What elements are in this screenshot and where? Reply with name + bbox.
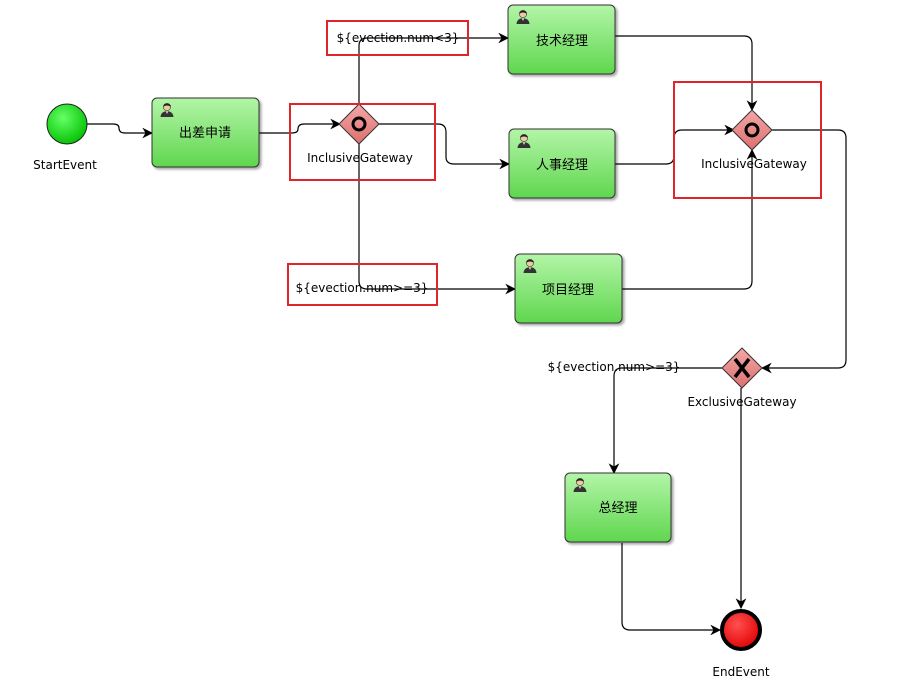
- condition-label-exclusive-ge3: ${evection.num>=3}: [548, 360, 681, 374]
- start-event-label: StartEvent: [33, 158, 97, 172]
- condition-label-lt3: ${evection.num<3}: [337, 31, 460, 45]
- start-event[interactable]: StartEvent: [33, 103, 97, 172]
- task-general-label: 总经理: [598, 501, 637, 516]
- flow-tech-to-join[interactable]: [615, 35, 758, 112]
- task-general[interactable]: 总经理: [564, 472, 672, 543]
- flow-join-to-exclusive[interactable]: [760, 129, 847, 374]
- task-project-label: 项目经理: [542, 283, 594, 298]
- condition-label-ge3: ${evection.num>=3}: [296, 281, 429, 295]
- highlight-box-split-gateway: [289, 103, 436, 181]
- inclusive-gateway-join-label: InclusiveGateway: [701, 157, 807, 171]
- flow-general-to-end[interactable]: [621, 543, 722, 636]
- flow-split-to-hr[interactable]: [378, 123, 511, 170]
- inclusive-circle-icon: [744, 122, 760, 138]
- inclusive-gateway-join[interactable]: InclusiveGateway: [701, 109, 807, 171]
- exclusive-gateway-label: ExclusiveGateway: [687, 395, 796, 409]
- flow-apply-to-split[interactable]: [259, 118, 342, 134]
- highlight-box-ge3: [287, 263, 438, 306]
- sequence-flows: [87, 32, 847, 636]
- task-tech[interactable]: 技术经理: [507, 4, 616, 75]
- flow-split-to-project[interactable]: [358, 144, 517, 295]
- end-event-label: EndEvent: [712, 665, 769, 679]
- task-project[interactable]: 项目经理: [514, 253, 623, 324]
- task-tech-label: 技术经理: [536, 34, 588, 49]
- inclusive-gateway-split-label: InclusiveGateway: [307, 151, 413, 165]
- highlight-box-lt3: [326, 20, 469, 56]
- flow-start-to-apply[interactable]: [87, 123, 154, 139]
- flow-split-to-tech[interactable]: [358, 32, 510, 104]
- exclusive-gateway[interactable]: ExclusiveGateway: [687, 347, 797, 409]
- highlight-box-join-gateway: [673, 81, 822, 199]
- inclusive-gateway-split[interactable]: InclusiveGateway: [307, 103, 413, 165]
- exclusive-x-icon: [733, 357, 751, 379]
- end-event[interactable]: EndEvent: [712, 609, 770, 679]
- flow-project-to-join[interactable]: [622, 148, 758, 290]
- task-apply-label: 出差申请: [179, 126, 231, 141]
- task-apply[interactable]: 出差申请: [151, 97, 260, 168]
- flow-exclusive-to-general[interactable]: [608, 367, 722, 475]
- task-hr[interactable]: 人事经理: [508, 128, 616, 199]
- task-hr-label: 人事经理: [536, 158, 588, 173]
- highlight-boxes: [287, 20, 822, 306]
- inclusive-circle-icon: [351, 116, 367, 132]
